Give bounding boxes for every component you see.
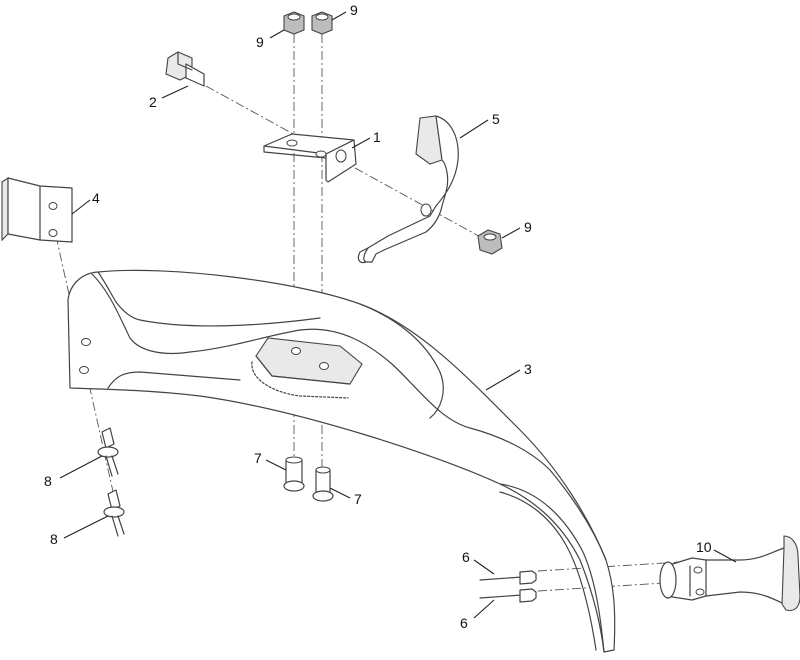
hex-bolt [165, 51, 205, 87]
guard-shell [67, 269, 616, 653]
callout-1: 1 [373, 129, 381, 145]
callout-10: 10 [696, 539, 712, 555]
callout-9-left: 9 [256, 34, 264, 50]
pop-rivet-lower [479, 588, 537, 603]
callout-8-upper: 8 [44, 473, 52, 489]
leader-lines [59, 11, 737, 619]
rivet-upper [97, 427, 119, 477]
callout-6-lower: 6 [460, 615, 468, 631]
callout-9-lower: 9 [524, 219, 532, 235]
hex-nut-top-left [283, 11, 305, 35]
callout-4: 4 [92, 190, 100, 206]
callout-2: 2 [149, 94, 157, 110]
pop-rivet-upper [479, 570, 537, 585]
callout-3: 3 [524, 361, 532, 377]
carriage-bolt-left [283, 456, 305, 492]
hex-nut-top-right [311, 11, 333, 35]
hex-nut-right [477, 229, 503, 255]
callout-9-right: 9 [350, 2, 358, 18]
callout-8-lower: 8 [50, 531, 58, 547]
callout-7-left: 7 [254, 450, 262, 466]
rubber-latch [659, 535, 800, 612]
carriage-bolt-right [312, 466, 334, 502]
callout-7-right: 7 [354, 491, 362, 507]
side-bracket [1, 176, 73, 243]
mounting-bracket [263, 133, 357, 183]
hook-latch [357, 115, 459, 264]
callout-6-upper: 6 [462, 549, 470, 565]
callout-5: 5 [492, 111, 500, 127]
rivet-lower [103, 489, 125, 537]
callout-labels: 9 9 2 1 5 4 9 3 7 7 8 8 6 6 10 [44, 2, 712, 631]
